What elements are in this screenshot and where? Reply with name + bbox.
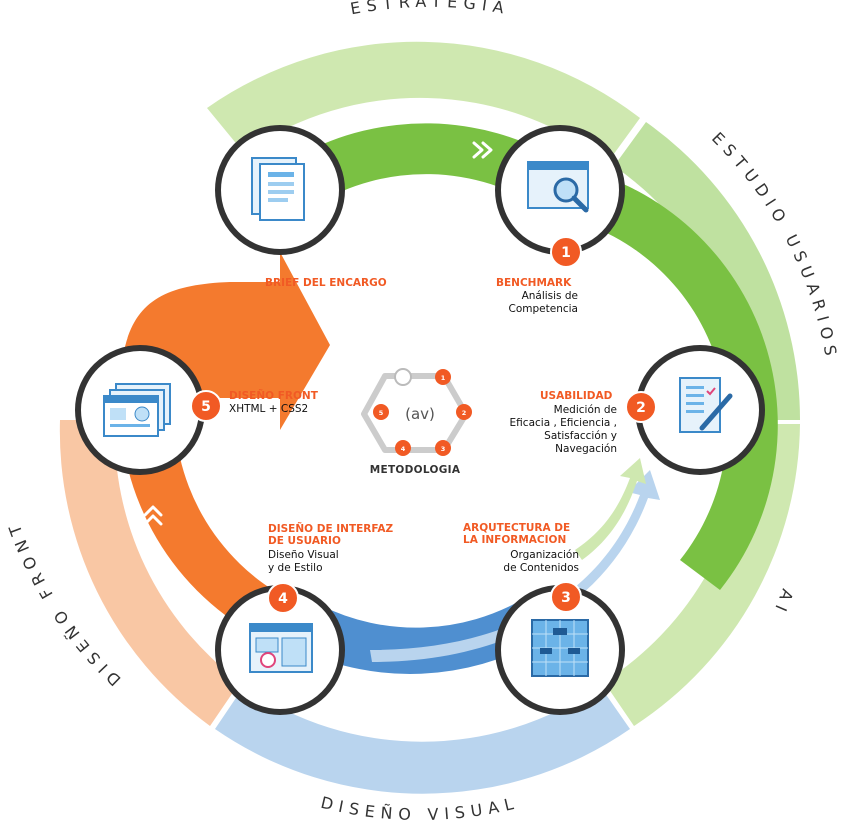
step-3-title: ARQUTECTURA DE LA INFORMACION <box>463 522 571 546</box>
svg-text:3: 3 <box>441 445 446 453</box>
checklist-pen-icon <box>679 377 733 433</box>
browser-magnifier-icon <box>527 161 589 213</box>
step-5-title: DISEÑO FRONT <box>229 390 318 402</box>
ring-green-top <box>300 123 560 210</box>
chevron-down-icon <box>673 323 693 344</box>
step-badge <box>550 236 582 268</box>
svg-text:1: 1 <box>441 374 446 382</box>
phase-estrategia: ESTRATEGIA <box>349 0 511 18</box>
node-step-4: 4 <box>215 582 345 715</box>
ring-segment-diseno-front <box>59 420 240 726</box>
sitemap-grid-icon <box>531 619 589 677</box>
svg-text:2: 2 <box>462 409 467 417</box>
svg-text:2: 2 <box>636 400 646 416</box>
brief-title: BRIEF DEL ENCARGO <box>265 277 387 289</box>
phase-diseno-visual: DISEÑO VISUAL <box>319 793 521 824</box>
multiple-windows-icon <box>103 383 171 437</box>
svg-text:1: 1 <box>561 245 571 261</box>
svg-text:3: 3 <box>561 590 571 606</box>
direction-chevrons <box>143 141 693 708</box>
chevron-right-icon <box>472 141 493 159</box>
step-4-title: DISEÑO DE INTERFAZ DE USUARIO <box>268 523 394 547</box>
step-badge <box>190 390 222 422</box>
step-2-title: USABILIDAD <box>540 390 613 402</box>
step-5-desc: XHTML + CSS2 <box>229 403 309 415</box>
svg-text:4: 4 <box>401 445 406 453</box>
ring-green-right <box>548 165 778 590</box>
methodology-title: METODOLOGIA <box>369 464 461 476</box>
svg-text:5: 5 <box>379 409 384 417</box>
return-arrow-green <box>575 458 646 560</box>
node-step-1: 1 <box>495 125 625 268</box>
step-1-title: BENCHMARK <box>496 277 572 289</box>
node-step-5: 5 <box>75 345 222 475</box>
step-2-desc: Medición de Eficacia , Eficiencia , Sati… <box>509 404 617 455</box>
chevron-left-icon <box>360 688 381 708</box>
node-brief <box>215 125 345 255</box>
phase-ai: AI <box>769 586 797 619</box>
svg-text:5: 5 <box>201 399 211 415</box>
step-badge <box>267 582 299 614</box>
step-4-desc: Diseño Visual y de Estilo <box>268 549 339 574</box>
chevron-down-left-icon <box>630 593 652 613</box>
document-stack-icon <box>251 157 305 221</box>
methodology-logo: (av) 1 2 3 4 5 <box>361 368 472 456</box>
ring-segment-diseno-visual <box>215 686 630 794</box>
svg-text:4: 4 <box>278 591 288 607</box>
node-step-3: 3 <box>495 581 625 715</box>
step-badge <box>625 391 657 423</box>
step-1-desc: Análisis de Competencia <box>508 290 578 315</box>
interface-layout-icon <box>249 623 313 673</box>
ring-blue-bottom <box>300 598 540 674</box>
node-step-2: 2 <box>625 345 765 475</box>
step-badge <box>550 581 582 613</box>
logo-text: (av) <box>405 405 435 423</box>
chevron-up-icon <box>143 505 163 526</box>
step-3-desc: Organización de Contenidos <box>503 549 579 574</box>
ring-segment-estrategia <box>207 41 640 162</box>
